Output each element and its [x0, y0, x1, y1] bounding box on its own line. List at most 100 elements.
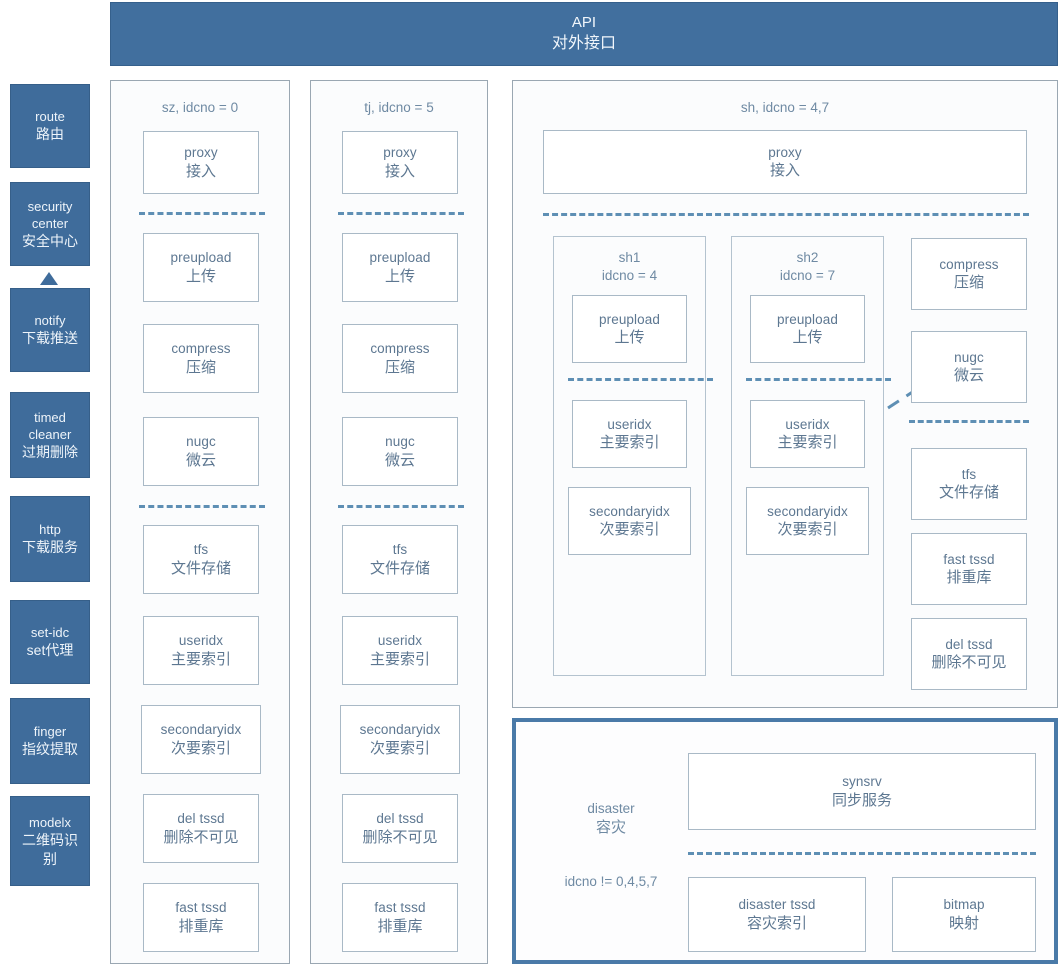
node-label-en: secondaryidx	[160, 722, 242, 738]
node-label-en: fast tssd	[374, 900, 426, 916]
node-tfs[interactable]: tfs 文件存储	[143, 525, 259, 594]
disaster-label: disaster 容灾	[536, 800, 686, 838]
separator-dashed	[139, 505, 265, 508]
separator-dashed	[139, 212, 265, 215]
node-nugc[interactable]: nugc 微云	[342, 417, 458, 486]
node-label-en: tfs	[392, 542, 408, 558]
node-label-en: tfs	[961, 466, 977, 482]
node-compress[interactable]: compress 压缩	[911, 238, 1027, 310]
node-label-cn: 接入	[384, 162, 415, 180]
node-label-en: synsrv	[842, 774, 882, 790]
node-label-cn: 压缩	[953, 274, 984, 292]
node-useridx[interactable]: useridx 主要索引	[342, 616, 458, 685]
region-panel-tj: tj, idcno = 5 proxy 接入 preupload 上传 comp…	[310, 80, 488, 964]
sidebar-item-finger[interactable]: finger 指纹提取	[10, 698, 90, 784]
sidebar-item-label-en: notify	[34, 313, 66, 329]
node-label-en: compress	[939, 256, 999, 272]
sidebar-item-notify[interactable]: notify 下载推送	[10, 288, 90, 372]
node-bitmap[interactable]: bitmap 映射	[892, 877, 1036, 952]
sidebar-item-http[interactable]: http 下载服务	[10, 496, 90, 582]
node-fast-tssd[interactable]: fast tssd 排重库	[911, 533, 1027, 605]
shard-idcno: idcno = 4	[601, 268, 658, 284]
node-label-en: tfs	[193, 542, 209, 558]
separator-dashed	[688, 852, 1036, 855]
sidebar-item-modelx[interactable]: modelx 二维码识别	[10, 796, 90, 886]
node-label-cn: 排重库	[377, 917, 423, 935]
node-disaster-tssd[interactable]: disaster tssd 容灾索引	[688, 877, 866, 952]
region-title-sz: sz, idcno = 0	[161, 100, 239, 115]
node-compress[interactable]: compress 压缩	[342, 324, 458, 393]
node-label-cn: 主要索引	[599, 434, 660, 452]
node-useridx[interactable]: useridx 主要索引	[143, 616, 259, 685]
node-label-cn: 上传	[384, 267, 415, 285]
node-label-cn: 删除不可见	[931, 654, 1007, 672]
node-fast-tssd[interactable]: fast tssd 排重库	[143, 883, 259, 952]
node-label-en: proxy	[184, 145, 218, 161]
api-header: API 对外接口	[110, 2, 1058, 66]
node-label-en: compress	[370, 341, 430, 357]
shard-title-sh2: sh2 idcno = 7	[732, 249, 883, 285]
sidebar-item-timed-cleaner[interactable]: timed cleaner 过期删除	[10, 392, 90, 478]
node-secondaryidx[interactable]: secondaryidx 次要索引	[568, 487, 691, 555]
node-secondaryidx[interactable]: secondaryidx 次要索引	[340, 705, 460, 774]
node-proxy[interactable]: proxy 接入	[342, 131, 458, 194]
node-del-tssd[interactable]: del tssd 删除不可见	[342, 794, 458, 863]
separator-dashed	[568, 378, 713, 381]
node-label-en: nugc	[186, 434, 216, 450]
node-label-cn: 微云	[185, 451, 216, 469]
node-label-en: useridx	[178, 633, 224, 649]
node-label-cn: 上传	[792, 329, 823, 347]
node-preupload[interactable]: preupload 上传	[750, 295, 865, 363]
node-label-cn: 次要索引	[369, 739, 430, 757]
node-label-cn: 同步服务	[831, 791, 892, 809]
node-label-cn: 次要索引	[170, 739, 231, 757]
shard-name: sh2	[796, 250, 819, 265]
separator-dashed	[746, 378, 891, 381]
sidebar-item-label-en: security center	[27, 198, 73, 231]
node-label-cn: 文件存储	[369, 559, 430, 577]
node-label-cn: 容灾索引	[746, 914, 807, 932]
node-preupload[interactable]: preupload 上传	[572, 295, 687, 363]
node-label-en: fast tssd	[175, 900, 227, 916]
node-del-tssd[interactable]: del tssd 删除不可见	[143, 794, 259, 863]
node-label-en: proxy	[768, 144, 802, 160]
node-label-cn: 压缩	[185, 358, 216, 376]
node-label-en: compress	[171, 341, 231, 357]
node-label-cn: 文件存储	[938, 484, 999, 502]
sidebar-item-security-center[interactable]: security center 安全中心	[10, 182, 90, 266]
node-label-cn: 上传	[614, 329, 645, 347]
node-label-cn: 删除不可见	[163, 828, 239, 846]
node-label-cn: 文件存储	[170, 559, 231, 577]
region-panel-sh: sh, idcno = 4,7 proxy 接入 sh1 idcno = 4 p…	[512, 80, 1058, 708]
node-label-cn: 次要索引	[599, 521, 660, 539]
node-proxy[interactable]: proxy 接入	[543, 130, 1027, 194]
node-label-cn: 压缩	[384, 358, 415, 376]
sidebar-item-label-en: modelx	[29, 814, 71, 830]
disaster-label-cn: 容灾	[595, 819, 626, 837]
node-secondaryidx[interactable]: secondaryidx 次要索引	[746, 487, 869, 555]
node-compress[interactable]: compress 压缩	[143, 324, 259, 393]
node-label-en: useridx	[785, 416, 830, 432]
sidebar-item-label-cn: 下载推送	[22, 330, 78, 347]
sidebar-item-label-cn: 安全中心	[22, 232, 78, 249]
node-proxy[interactable]: proxy 接入	[143, 131, 259, 194]
node-label-en: preupload	[599, 311, 660, 327]
node-preupload[interactable]: preupload 上传	[342, 233, 458, 302]
node-nugc[interactable]: nugc 微云	[143, 417, 259, 486]
sidebar-item-route[interactable]: route 路由	[10, 84, 90, 168]
node-nugc[interactable]: nugc 微云	[911, 331, 1027, 403]
api-header-title-en: API	[571, 14, 597, 32]
sidebar-item-label-cn: 路由	[36, 126, 64, 143]
node-tfs[interactable]: tfs 文件存储	[342, 525, 458, 594]
node-synsrv[interactable]: synsrv 同步服务	[688, 753, 1036, 830]
sidebar-item-label-cn: 下载服务	[22, 539, 78, 556]
node-useridx[interactable]: useridx 主要索引	[750, 400, 865, 468]
node-tfs[interactable]: tfs 文件存储	[911, 448, 1027, 520]
node-del-tssd[interactable]: del tssd 删除不可见	[911, 618, 1027, 690]
node-fast-tssd[interactable]: fast tssd 排重库	[342, 883, 458, 952]
node-secondaryidx[interactable]: secondaryidx 次要索引	[141, 705, 261, 774]
node-useridx[interactable]: useridx 主要索引	[572, 400, 687, 468]
sidebar-item-set-idc[interactable]: set-idc set代理	[10, 600, 90, 684]
node-preupload[interactable]: preupload 上传	[143, 233, 259, 302]
node-label-cn: 映射	[948, 914, 979, 932]
